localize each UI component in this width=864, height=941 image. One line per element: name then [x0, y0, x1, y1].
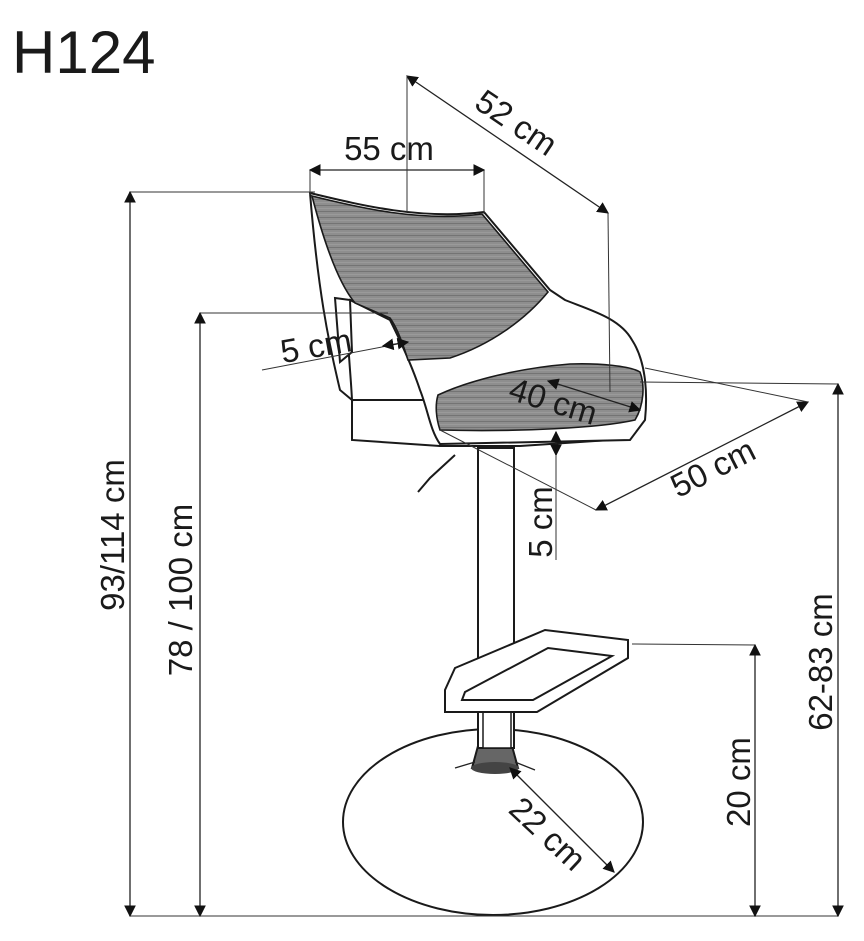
label-seat-depth: 50 cm — [664, 431, 761, 505]
base-collar-ring — [471, 762, 519, 774]
back-thickness-line — [381, 337, 410, 351]
chair-illustration — [308, 191, 648, 916]
label-total-height: 93/114 cm — [94, 459, 131, 611]
seat-depth-line — [594, 401, 810, 511]
dimension-lines — [124, 75, 844, 918]
label-back-width: 55 cm — [344, 130, 434, 167]
arm-cutout — [333, 296, 354, 365]
label-footrest-height: 20 cm — [720, 737, 757, 827]
footrest-inner — [460, 646, 616, 701]
base-diameter-line — [509, 767, 615, 873]
seat-width-line — [546, 378, 642, 413]
label-seat-thickness: 5 cm — [522, 486, 559, 558]
label-seat-height: 78 / 100 cm — [162, 504, 199, 676]
height-lever — [417, 454, 456, 493]
top-depth-line — [406, 75, 609, 214]
label-armrest-height: 62-83 cm — [802, 593, 839, 731]
backrest-cushion — [310, 194, 550, 361]
model-title: H124 — [12, 19, 155, 86]
